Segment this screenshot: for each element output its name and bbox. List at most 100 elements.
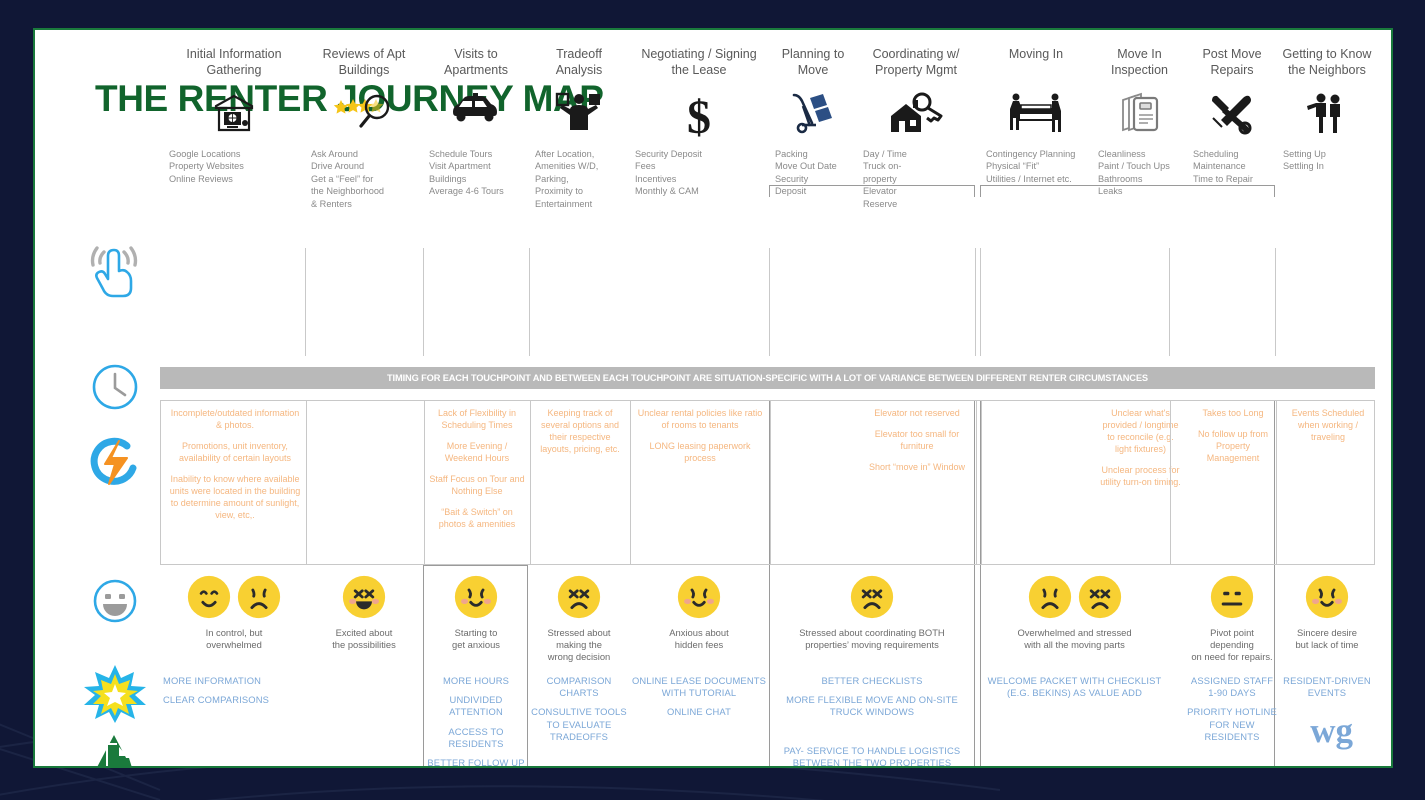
- emoji-faces: [305, 575, 423, 623]
- pain-point-group-9: Takes too Long No follow up from Property…: [1188, 401, 1278, 564]
- opportunity-item: CLEAR COMPARISONS: [163, 694, 270, 706]
- column-separator: [1275, 248, 1276, 356]
- opportunity-item: CONSULTIVE TOOLS TO EVALUATE TRADEOFFS: [531, 706, 627, 742]
- emoji-faces: [423, 575, 529, 623]
- opportunity-item: MORE HOURS: [442, 675, 510, 686]
- opportunity-item: ONLINE CHAT: [667, 706, 731, 718]
- pain-separator: [1170, 401, 1171, 564]
- pain-point-item: Takes too Long: [1202, 408, 1264, 418]
- opportunity-group-10: RESIDENT-DRIVEN EVENTS: [1277, 675, 1377, 706]
- row-legend-rail: [70, 30, 160, 766]
- pain-point-item: No follow up from Property Management: [1197, 429, 1269, 464]
- column-separator: [423, 248, 424, 356]
- timing-banner-text: TIMING FOR EACH TOUCHPOINT AND BETWEEN E…: [387, 373, 1148, 383]
- opportunity-item: [769, 726, 975, 738]
- pain-point-item: Incomplete/outdated information & photos…: [170, 408, 300, 431]
- opportunity-item: MORE INFORMATION: [163, 675, 262, 686]
- opportunity-item: COMPARISON CHARTS: [546, 675, 612, 699]
- emoji-faces: [769, 575, 975, 623]
- column-separator: [975, 248, 976, 356]
- opportunity-item: PAY- SERVICE TO HANDLE LOGISTICS BETWEEN…: [783, 744, 961, 768]
- move-phase-box: [769, 400, 975, 766]
- stars-magnifier-icon: [305, 92, 423, 142]
- opportunity-group-4: ONLINE LEASE DOCUMENTS WITH TUTORIAL ONLI…: [629, 675, 769, 726]
- svg-text:$: $: [687, 92, 711, 140]
- opportunity-starburst-icon: [70, 663, 160, 730]
- opportunity-item: ONLINE LEASE DOCUMENTS WITH TUTORIAL: [631, 675, 767, 699]
- touchpoint-icon: [70, 235, 160, 304]
- page-title: THE RENTER JOURNEY MAP: [95, 78, 604, 119]
- house-keys-icon: [857, 92, 975, 142]
- move-group-bracket: [769, 185, 975, 197]
- pain-point-item: Lack of Flexibility in Scheduling Times: [437, 408, 517, 431]
- emoji-faces: [1277, 575, 1377, 623]
- pain-point-item: Elevator too small for furniture: [874, 429, 960, 452]
- pain-point-group-8: Unclear what's provided / longtime to re…: [1093, 401, 1188, 564]
- pain-point-item: “Bait & Switch” on photos & amenities: [438, 507, 516, 530]
- column-separator: [1169, 248, 1170, 356]
- wg-logo: wg: [1310, 711, 1353, 750]
- movein-group-bracket: [980, 185, 1275, 197]
- emoji-faces: [1187, 575, 1277, 623]
- pain-point-item: LONG leasing paperwork process: [649, 441, 751, 464]
- car-icon: [423, 92, 529, 142]
- opportunity-item: ACCESS TO RESIDENTS: [448, 725, 504, 749]
- company-triangle-logo: [70, 733, 160, 766]
- timing-banner: TIMING FOR EACH TOUCHPOINT AND BETWEEN E…: [160, 367, 1375, 389]
- emoji-faces: [629, 575, 769, 623]
- opportunities-region: MORE INFORMATION CLEAR COMPARISONS MORE HO…: [160, 675, 1377, 768]
- pain-separator: [981, 401, 982, 564]
- column-separator: [529, 248, 530, 356]
- clipboard-icon: [1092, 92, 1187, 142]
- pain-point-group-4: Unclear rental policies like ratio of ro…: [630, 401, 770, 564]
- emoji-faces: [980, 575, 1169, 623]
- emoji-faces: [163, 575, 305, 623]
- movein-phase-box: [980, 400, 1275, 766]
- opportunity-item: WELCOME PACKET WITH CHECKLIST (E.G. BEKI…: [987, 675, 1162, 699]
- pain-point-group-0: Incomplete/outdated information & photos…: [164, 401, 306, 564]
- pain-separator: [530, 401, 531, 564]
- pain-points-region: Incomplete/outdated information & photos…: [160, 400, 1375, 565]
- emotion-icon: [70, 575, 160, 632]
- opportunity-item: RESIDENT-DRIVEN EVENTS: [1283, 675, 1371, 699]
- pain-point-group-10: Events Scheduled when working / travelin…: [1278, 401, 1378, 564]
- person-comparing-icon: [529, 92, 629, 142]
- pain-point-item: Events Scheduled when working / travelin…: [1291, 408, 1365, 443]
- opportunity-item: MORE FLEXIBLE MOVE AND ON-SITE TRUCK WIN…: [786, 694, 958, 718]
- column-separator: [769, 248, 770, 356]
- opportunity-item: ASSIGNED STAFF 1-90 DAYS: [1190, 675, 1274, 699]
